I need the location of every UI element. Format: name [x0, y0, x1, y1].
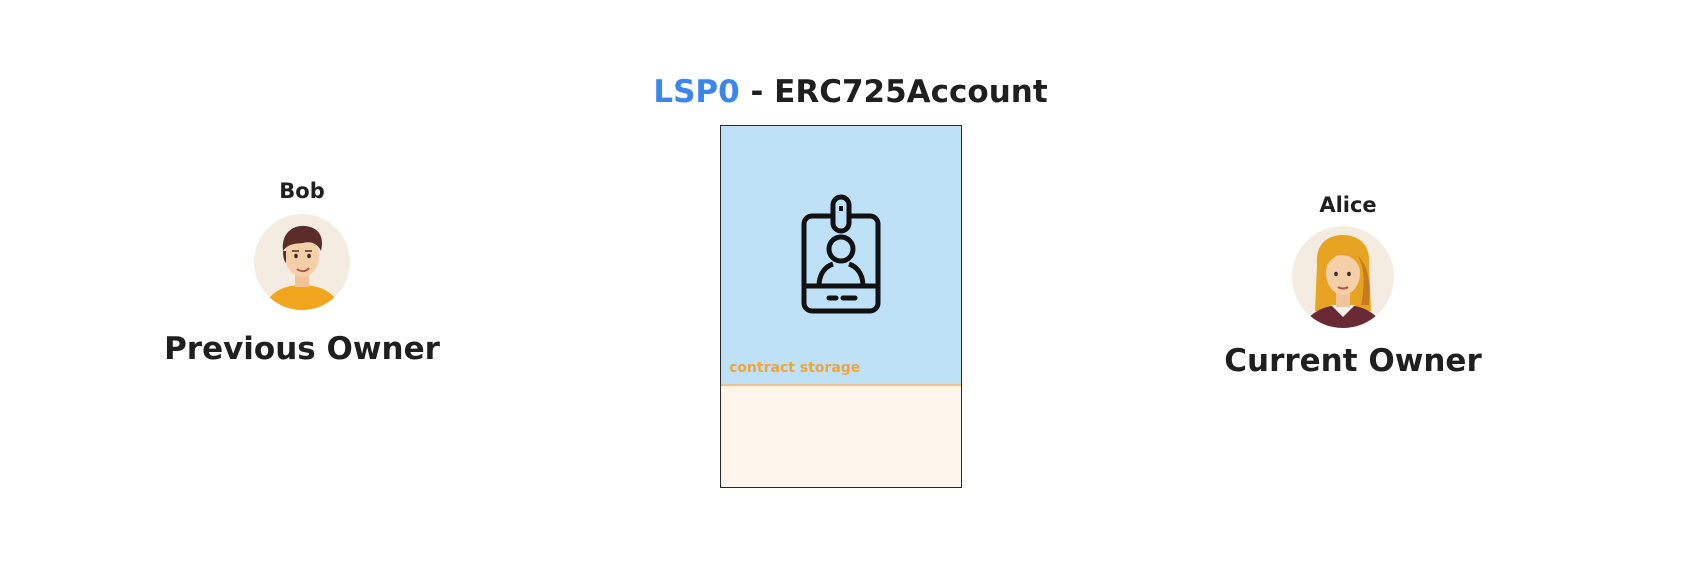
- contract-storage-label: contract storage: [729, 360, 861, 376]
- title-rest: - ERC725Account: [739, 74, 1048, 110]
- contract-code-area: [721, 126, 961, 386]
- title-accent: LSP0: [653, 74, 740, 110]
- previous-owner-name: Bob: [279, 179, 325, 203]
- diagram-title: LSP0 - ERC725Account: [0, 72, 1701, 112]
- contract-storage-area: [721, 386, 961, 487]
- previous-owner: Bob Previous Owner: [152, 177, 452, 369]
- woman-avatar-icon: [1292, 226, 1394, 328]
- contract-box: contract storage: [720, 125, 962, 488]
- current-owner-role: Current Owner: [1224, 343, 1482, 379]
- current-owner-name: Alice: [1319, 193, 1377, 217]
- current-owner: Alice Current Owner: [1203, 191, 1503, 381]
- id-badge-icon: [801, 194, 881, 314]
- previous-owner-role: Previous Owner: [164, 331, 440, 367]
- man-avatar-icon: [254, 214, 350, 310]
